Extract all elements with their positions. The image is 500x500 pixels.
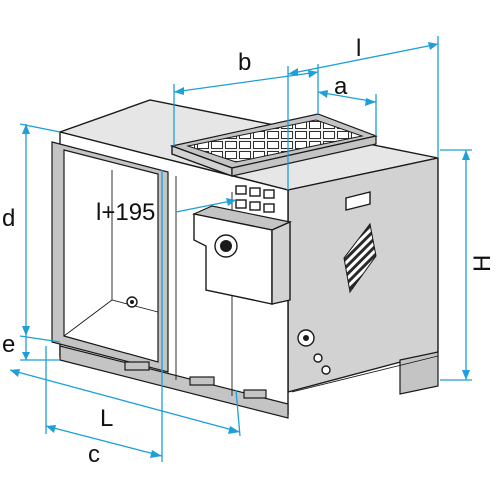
base-slot-2 — [189, 376, 215, 386]
dimension-label-d: d — [2, 205, 15, 232]
dimension-c-line — [45, 425, 163, 457]
filter-grille — [169, 113, 379, 178]
right-panel-details — [297, 191, 377, 375]
inlet-frame — [51, 141, 169, 373]
dimension-label-l195: l+195 — [96, 199, 155, 226]
arrow-c-left — [46, 425, 56, 433]
arrow-c-right — [150, 450, 162, 458]
inlet-frame-opening — [63, 149, 159, 363]
terminal-block-3 — [263, 189, 275, 199]
arrow-l-left — [288, 68, 298, 76]
dimension-label-H: H — [469, 255, 496, 272]
dimension-L-ext-right — [235, 389, 241, 437]
terminal-block-2 — [249, 187, 261, 197]
dimension-l195-line — [175, 199, 237, 213]
dimension-L-line — [9, 369, 241, 433]
dimension-l-line — [287, 43, 439, 75]
arrow-L-left — [10, 369, 20, 377]
control-box — [192, 205, 292, 305]
arrow-b-left — [174, 87, 184, 95]
dimension-label-L: L — [100, 405, 113, 432]
arrow-H-bottom — [462, 370, 470, 380]
dimension-label-b: b — [238, 49, 251, 76]
right-panel-switch-knob-icon — [303, 335, 309, 341]
dimension-e-ext-top — [19, 335, 61, 343]
right-panel-fitting-1 — [313, 353, 323, 363]
cabinet-right-foot — [399, 351, 439, 395]
terminal-block-5 — [249, 201, 261, 211]
arrow-l195-right — [226, 198, 236, 206]
right-panel-handle — [345, 191, 371, 211]
filter-grille-mesh — [186, 119, 364, 163]
arrow-H-top — [462, 150, 470, 160]
dimension-d-ext-top — [19, 123, 61, 133]
dimension-label-c: c — [88, 441, 100, 468]
arrow-a-right — [365, 98, 376, 106]
arrow-l-right — [428, 42, 438, 50]
arrow-L-right — [228, 426, 240, 434]
inlet-drain-hole — [130, 300, 134, 304]
terminal-block-6 — [263, 203, 275, 213]
control-box-front — [193, 213, 273, 305]
dimension-lines — [9, 36, 472, 462]
terminal-block-1 — [235, 185, 247, 195]
arrow-d-top — [22, 124, 30, 134]
base-slot-1 — [124, 361, 150, 371]
isolator-switch-knob-icon — [220, 240, 232, 252]
right-panel-fitting-2 — [321, 365, 331, 375]
arrow-a-left — [318, 90, 328, 98]
dimension-b-line — [173, 71, 319, 93]
control-box-side — [271, 220, 291, 305]
dimension-label-e: e — [2, 331, 15, 358]
dimension-label-a: a — [334, 73, 348, 100]
dimension-labels: l b a d l+195 H e L c — [2, 35, 496, 468]
arrow-e-bottom — [22, 352, 30, 360]
right-panel-vent-grille — [343, 222, 377, 294]
arrow-b-right — [308, 70, 318, 78]
terminal-block-4 — [235, 199, 247, 209]
arrow-d-bottom — [22, 326, 30, 336]
base-slot-3 — [243, 389, 267, 399]
right-panel-bottom-rail — [291, 355, 439, 393]
filter-grille-side-lip — [231, 135, 377, 177]
dimension-label-l: l — [356, 35, 361, 62]
